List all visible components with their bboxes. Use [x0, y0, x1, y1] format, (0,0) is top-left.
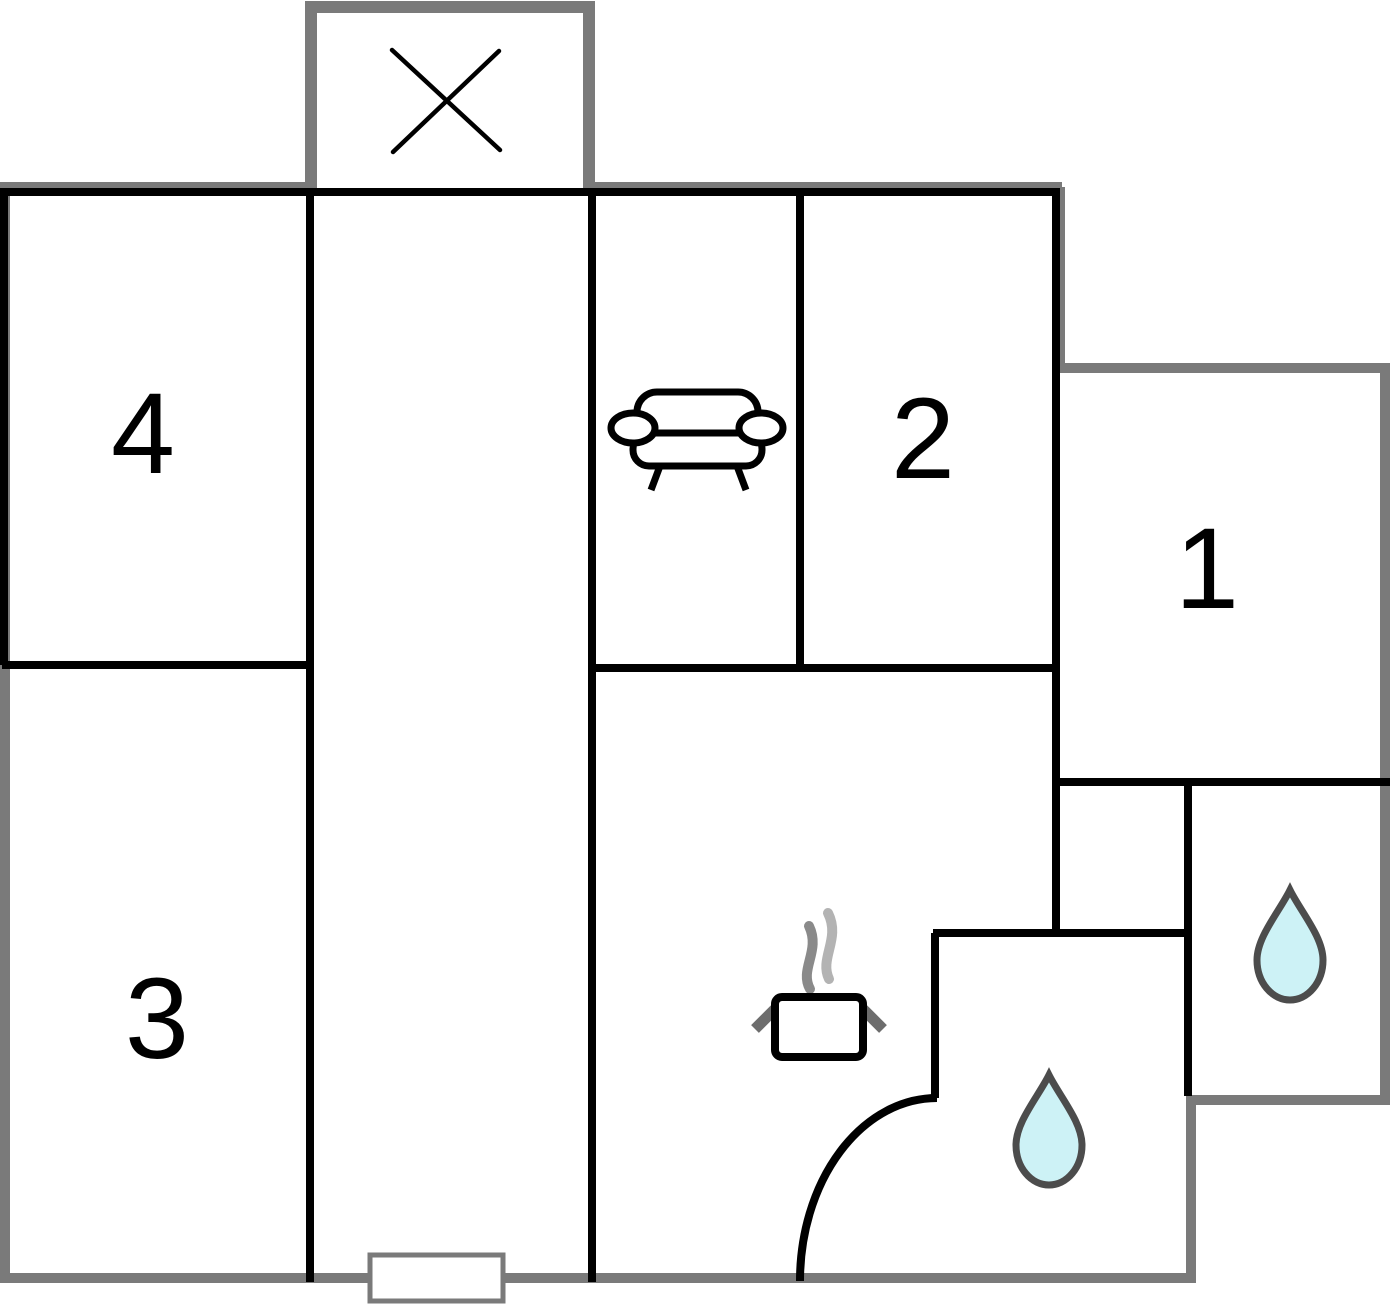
sofa-seat [629, 429, 766, 470]
room-number-label: 2 [891, 375, 955, 503]
water-drop-shape [1253, 882, 1327, 1004]
sofa-arm-right [735, 409, 787, 447]
cross-line-2 [390, 48, 502, 155]
sofa-leg-right [733, 464, 750, 492]
water-drop-icon [1012, 1067, 1086, 1189]
room-number-label: 4 [111, 370, 175, 498]
steam-icon [821, 908, 838, 984]
sofa-leg-left [647, 464, 664, 492]
pot-body [771, 993, 867, 1061]
cooking-pot-icon [751, 908, 887, 1061]
interior-walls [0, 188, 1390, 1282]
window-marker [367, 1252, 506, 1304]
sofa-arm-left [607, 409, 659, 447]
room-number-label: 3 [125, 955, 189, 1083]
room-number-label: 1 [1175, 505, 1239, 633]
water-drop-shape [1012, 1067, 1086, 1189]
steam-icon [801, 921, 818, 994]
water-drop-icon [1253, 882, 1327, 1004]
door-swing-arc [796, 1094, 938, 1282]
annex-walls [305, 1, 595, 190]
sofa-icon [607, 388, 787, 492]
cross-marker-icon [389, 47, 503, 155]
outer-walls [0, 182, 1390, 1283]
